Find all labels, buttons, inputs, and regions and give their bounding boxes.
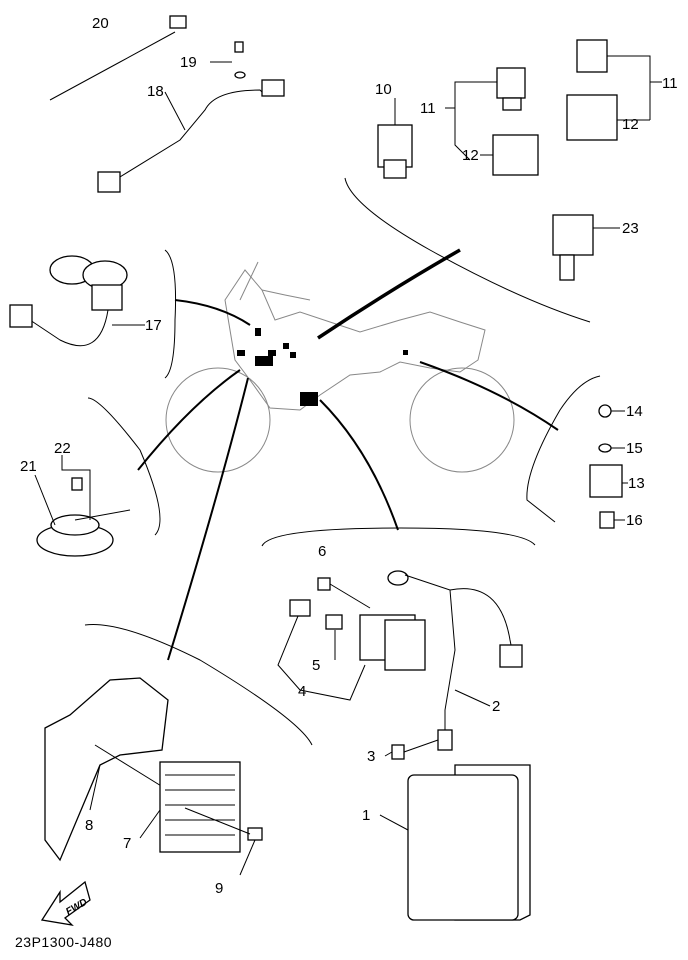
callout-23: 23 xyxy=(622,220,639,237)
callout-22: 22 xyxy=(54,440,71,457)
group-brackets xyxy=(84,177,601,746)
callout-14: 14 xyxy=(626,403,643,420)
callout-11b: 11 xyxy=(662,75,678,92)
part-2-lead xyxy=(387,570,523,751)
part-12-relay-base-b xyxy=(566,94,650,141)
fwd-arrow-icon: FWD xyxy=(40,880,91,926)
component-markers xyxy=(237,328,408,406)
part-rectifier-unit xyxy=(277,599,426,701)
callout-2: 2 xyxy=(492,698,500,715)
callout-8: 8 xyxy=(85,817,93,834)
part-6-screw xyxy=(317,577,371,609)
part-14-screw xyxy=(598,404,625,418)
part-15-washer xyxy=(598,443,625,453)
part-10-relay xyxy=(377,98,413,179)
callout-1: 1 xyxy=(362,807,370,824)
part-23-relay xyxy=(552,214,620,281)
motorcycle-outline xyxy=(165,261,515,473)
callout-5: 5 xyxy=(312,657,320,674)
callout-10: 10 xyxy=(375,81,392,98)
part-21-horn xyxy=(34,455,131,557)
part-20-lead xyxy=(49,15,187,101)
callout-17: 17 xyxy=(145,317,162,334)
callout-20: 20 xyxy=(92,15,109,32)
callout-12b: 12 xyxy=(622,116,639,133)
callout-6: 6 xyxy=(318,543,326,560)
callout-12a: 12 xyxy=(462,147,479,164)
callout-11a: 11 xyxy=(420,100,436,117)
callout-19: 19 xyxy=(180,54,197,71)
part-17-socket xyxy=(9,255,145,347)
part-18-harness xyxy=(97,79,285,193)
part-12-relay-base-a xyxy=(480,134,539,176)
part-13-bracket xyxy=(589,464,628,498)
callout-16: 16 xyxy=(626,512,643,529)
callout-numbers: 20 19 18 10 11 12 11 12 23 17 22 21 14 1… xyxy=(20,15,678,897)
callout-9: 9 xyxy=(215,880,223,897)
part-1-battery xyxy=(379,764,531,921)
callout-15: 15 xyxy=(626,440,643,457)
callout-7: 7 xyxy=(123,835,131,852)
part-3-bolt xyxy=(384,739,439,760)
callout-4: 4 xyxy=(298,683,306,700)
callout-18: 18 xyxy=(147,83,164,100)
callout-21: 21 xyxy=(20,458,37,475)
part-7-rectifier xyxy=(139,761,241,853)
group-leader-lines xyxy=(137,248,559,661)
part-11-relay-b xyxy=(576,39,662,120)
part-16-nut xyxy=(599,511,625,529)
callout-13: 13 xyxy=(628,475,645,492)
part-11-relay-a xyxy=(445,67,526,161)
diagram-code: 23P1300-J480 xyxy=(15,934,113,950)
part-19-screw xyxy=(210,41,246,79)
part-9-bolt xyxy=(184,807,263,876)
callout-3: 3 xyxy=(367,748,375,765)
